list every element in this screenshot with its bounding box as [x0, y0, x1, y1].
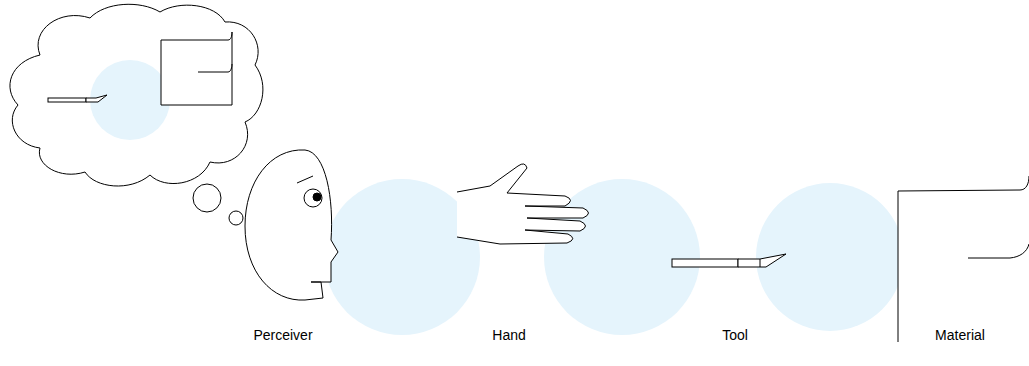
pupil [313, 193, 321, 201]
link-circle [324, 179, 480, 335]
part-label: Perceiver [253, 327, 312, 343]
sheet [898, 176, 1029, 342]
knife-bolster [760, 259, 761, 267]
knife-blade [86, 95, 107, 102]
thought-bubble [10, 4, 263, 225]
eyebrow [297, 176, 313, 183]
imagined-material [161, 32, 232, 105]
perceiver-head [245, 150, 338, 300]
eye [304, 189, 322, 207]
thought-dot [193, 184, 221, 212]
knife-blade [738, 254, 786, 267]
link-circles [324, 179, 904, 335]
knife-handle [672, 259, 738, 267]
thought-cloud [10, 4, 263, 186]
sheet [161, 32, 232, 105]
cut-line [198, 64, 232, 72]
knife-handle [48, 98, 86, 102]
part-label: Tool [722, 327, 748, 343]
head-outline [245, 150, 338, 300]
hand-drawing [457, 164, 589, 244]
cut-line [968, 244, 1029, 258]
knife [672, 254, 786, 267]
imagined-tool [48, 95, 107, 102]
link-circle [90, 60, 170, 140]
part-label: Material [935, 327, 985, 343]
material-sheet [898, 176, 1029, 342]
part-label: Hand [492, 327, 525, 343]
thought-dot [229, 211, 243, 225]
